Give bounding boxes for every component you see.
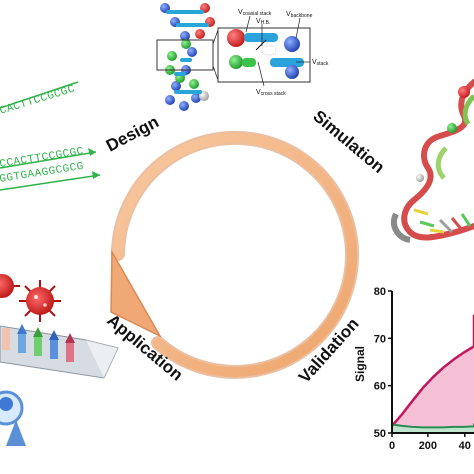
sequence-1: CCACTTCCGCGC (0, 83, 77, 119)
virus-partial-icon (0, 274, 20, 298)
signal-line (391, 314, 474, 427)
y-tick-label: 70 (374, 333, 386, 345)
chart-ticks: 50 60 70 80 0 200 40 (374, 286, 471, 452)
virus-icon (19, 280, 61, 322)
label-v-stack: Vstack (312, 59, 329, 67)
nucleotide-detail (227, 29, 304, 79)
label-v-cross-stack: Vcross stack (256, 89, 286, 97)
x-tick-label: 40 (459, 440, 471, 452)
sequence-panel: CCACTTCCGCGC CCACTTCCGCGC GGTGAAGGCGCG (0, 81, 101, 191)
chart-lines (391, 314, 474, 429)
y-tick-label: 50 (374, 428, 386, 440)
x-tick-label: 200 (419, 440, 437, 452)
helix-backbone-blue (160, 3, 201, 111)
label-v-backbone: Vbackbone (286, 11, 313, 19)
model-leader-lines (245, 15, 310, 87)
simulated-base-pairs (413, 208, 472, 234)
magnifier-icon (0, 390, 26, 446)
x-tick-label: 0 (389, 440, 395, 452)
probe-arrows (2, 324, 75, 362)
cycle-arrowhead (110, 249, 162, 338)
zoom-box (156, 39, 214, 71)
y-axis-label: Signal (353, 346, 367, 382)
zoom-detail-box (217, 27, 311, 83)
baseline-line (391, 423, 474, 429)
cycle-arrow (110, 130, 359, 379)
label-v-coaxial-stack: Vcoaxial stack (238, 9, 272, 17)
dna-helix-model: Vcoaxial stack VH.B. Vbackbone Vstack Vc… (156, 3, 329, 111)
y-tick-label: 60 (374, 381, 386, 393)
chart-fills (392, 314, 474, 433)
signal-chart: 50 60 70 80 0 200 40 Signal (353, 286, 474, 452)
y-tick-label: 80 (374, 286, 386, 298)
label-v-hb: VH.B. (256, 18, 270, 26)
stage-design: Design (103, 112, 162, 155)
signal-area (392, 314, 474, 428)
helix-bases (166, 10, 209, 94)
application-illustration (0, 274, 119, 446)
simulated-dna-structure (390, 79, 474, 243)
